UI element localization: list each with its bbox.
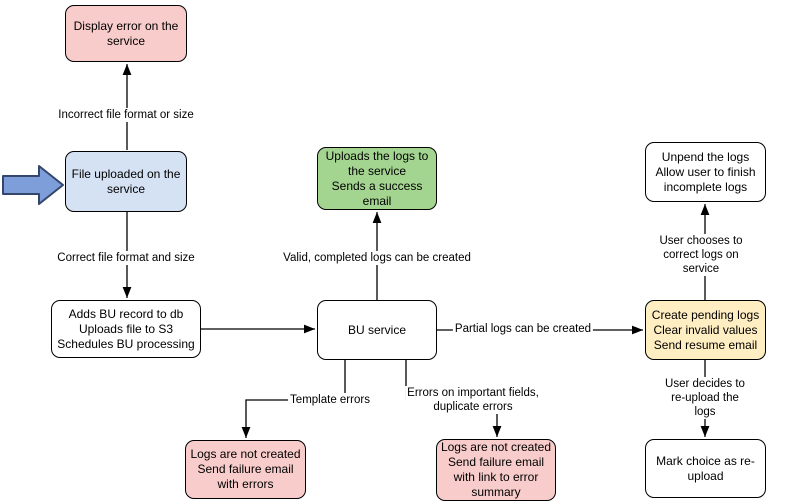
edge-label-user-corrects: User chooses to correct logs on service	[651, 233, 751, 277]
node-create-pending: Create pending logs Clear invalid values…	[645, 300, 766, 360]
node-uploads-logs: Uploads the logs to the service Sends a …	[317, 147, 437, 210]
node-fail-template: Logs are not created Send failure email …	[185, 440, 306, 499]
edge-label-partial-logs: Partial logs can be created	[452, 321, 594, 337]
input-arrow-icon	[2, 165, 64, 205]
edge-label-incorrect-format: Incorrect file format or size	[56, 107, 196, 123]
edge-label-correct-format: Correct file format and size	[55, 250, 197, 266]
edge-label-valid-logs: Valid, completed logs can be created	[281, 250, 473, 266]
node-fail-fields: Logs are not created Send failure email …	[436, 439, 556, 501]
edge-label-user-reuploads: User decides to re-upload the logs	[657, 376, 753, 420]
edge-label-field-errors: Errors on important fields, duplicate er…	[405, 385, 541, 415]
node-unpend-logs: Unpend the logs Allow user to finish inc…	[645, 142, 766, 202]
edge-label-template-errors: Template errors	[288, 392, 372, 408]
node-mark-reupload: Mark choice as re-upload	[645, 439, 766, 498]
node-adds-bu-record: Adds BU record to db Uploads file to S3 …	[51, 300, 201, 358]
node-file-uploaded: File uploaded on the service	[65, 151, 187, 212]
node-display-error: Display error on the service	[65, 5, 187, 62]
node-bu-service: BU service	[317, 300, 437, 360]
